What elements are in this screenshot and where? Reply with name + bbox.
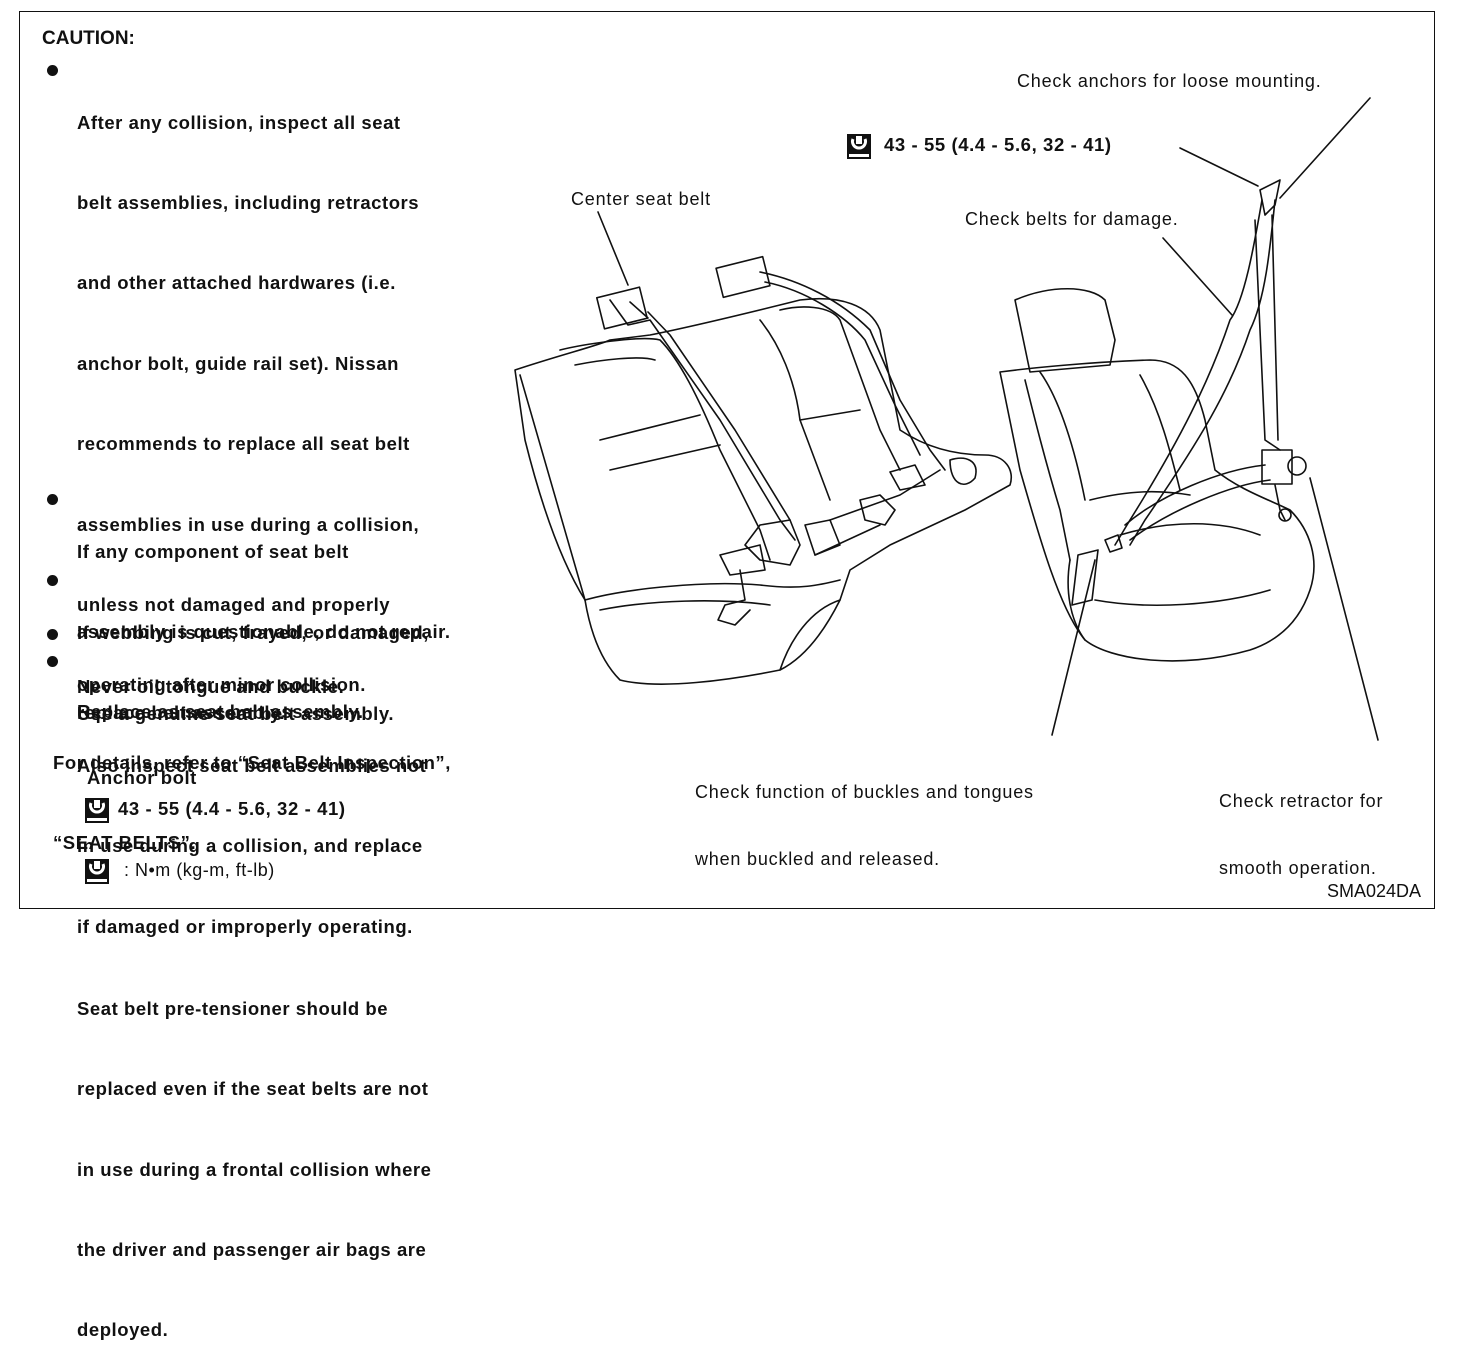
caution-paragraph-3: If webbing is cut, frayed, or damaged, r… [77,621,429,723]
figure-frame [19,11,1435,909]
caution-paragraph-2: If any component of seat belt assembly i… [77,540,451,723]
rear-seat-illustration [514,255,1012,685]
label-check-belts: Check belts for damage. [965,209,1179,229]
torque-wrench-icon [847,134,871,159]
bullet-dot [47,575,58,586]
bullet-dot [47,629,58,640]
torque-wrench-icon [85,798,109,823]
caution-paragraph-4: Never oil tongue and buckle. [77,675,345,697]
figure-id: SMA024DA [1327,881,1422,901]
anchor-torque-spec: 43 - 55 (4.4 - 5.6, 32 - 41) [884,134,1112,155]
details-reference: For details, refer to “Seat Belt Inspect… [53,751,451,853]
caution-title: CAUTION: [42,28,135,49]
front-seat-illustration [999,179,1315,662]
bullet-dot [47,656,58,667]
torque-wrench-icon [85,859,109,884]
bullet-dot [47,65,58,76]
bullet-dot [47,494,58,505]
label-check-anchors: Check anchors for loose mounting. [1017,71,1322,91]
label-check-retractor: Check retractor for smooth operation. [1219,791,1384,878]
caution-paragraph-5: Use a genuine seat belt assembly. [77,702,395,724]
torque-unit-legend: : N•m (kg-m, ft-lb) [124,860,275,880]
anchor-bolt-title: Anchor bolt [87,767,197,788]
label-center-seat-belt: Center seat belt [571,189,711,209]
label-check-buckles: Check function of buckles and tongues wh… [695,782,1034,869]
seat-belt-diagram [514,97,1379,741]
anchor-bolt-torque: 43 - 55 (4.4 - 5.6, 32 - 41) [118,798,346,819]
leader-lines [597,97,1379,741]
